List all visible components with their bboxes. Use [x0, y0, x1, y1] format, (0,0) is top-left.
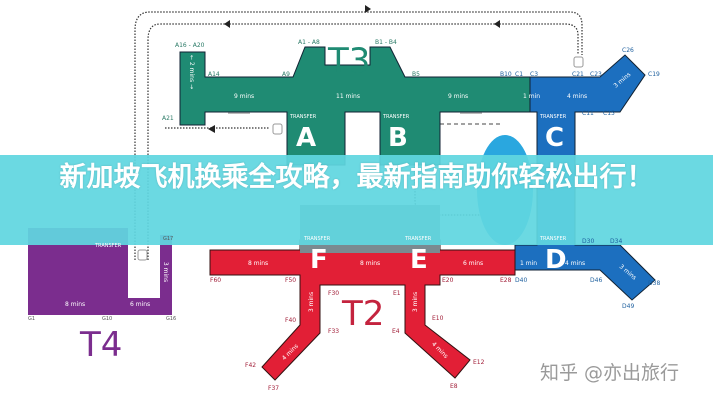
- svg-text:E4: E4: [392, 328, 400, 335]
- svg-text:C19: C19: [648, 71, 660, 78]
- svg-text:C15: C15: [603, 110, 615, 117]
- svg-text:D34: D34: [610, 238, 622, 245]
- transfer-c[interactable]: TRANSFER C: [539, 114, 567, 153]
- svg-text:6 mins: 6 mins: [130, 301, 150, 308]
- svg-text:E1: E1: [393, 290, 401, 297]
- svg-text:D: D: [545, 245, 567, 275]
- svg-text:E10: E10: [432, 315, 444, 322]
- svg-text:B1 - B4: B1 - B4: [375, 39, 397, 46]
- svg-text:C23: C23: [590, 71, 602, 78]
- svg-text:9 mins: 9 mins: [448, 93, 468, 100]
- svg-text:11 mins: 11 mins: [336, 93, 360, 100]
- terminal-label: T3: [327, 41, 370, 81]
- svg-text:E12: E12: [473, 359, 485, 366]
- transfer-b[interactable]: TRANSFER B: [382, 114, 410, 153]
- svg-text:B5: B5: [412, 71, 420, 78]
- svg-text:1 min: 1 min: [523, 93, 540, 100]
- svg-text:B10: B10: [500, 71, 512, 78]
- transfer-f[interactable]: TRANSFER F: [303, 236, 331, 275]
- transfer-t4-label: TRANSFER: [94, 243, 122, 249]
- svg-text:G1: G1: [28, 316, 35, 322]
- svg-text:1 min: 1 min: [520, 260, 537, 267]
- transfer-d[interactable]: TRANSFER D: [539, 236, 567, 275]
- svg-text:G10: G10: [102, 316, 112, 322]
- svg-text:F50: F50: [285, 277, 296, 284]
- svg-text:TRANSFER: TRANSFER: [539, 114, 567, 120]
- svg-text:F: F: [310, 245, 328, 275]
- bus-icon: [573, 56, 584, 68]
- bus-icon: [272, 123, 283, 135]
- bus-icon: [137, 249, 148, 261]
- svg-text:8 mins: 8 mins: [360, 260, 380, 267]
- svg-text:3 mins: 3 mins: [162, 262, 169, 282]
- title-banner: [0, 155, 713, 245]
- svg-text:TRANSFER: TRANSFER: [303, 236, 331, 242]
- terminal-3: T3: [179, 41, 533, 166]
- gate-labels: A16 - A20 A14 A21 A9 A1 - A8 B1 - B4 B5 …: [28, 39, 660, 392]
- svg-text:F60: F60: [210, 277, 221, 284]
- svg-text:4 mins: 4 mins: [567, 93, 587, 100]
- svg-text:TRANSFER: TRANSFER: [289, 114, 317, 120]
- svg-text:C11: C11: [582, 110, 594, 117]
- svg-text:4 mins: 4 mins: [565, 260, 585, 267]
- svg-text:C21: C21: [572, 71, 584, 78]
- svg-text:F42: F42: [245, 362, 256, 369]
- svg-text:C: C: [545, 123, 564, 153]
- svg-text:D40: D40: [515, 277, 527, 284]
- transfer-e[interactable]: TRANSFER E: [404, 236, 432, 275]
- svg-text:8 mins: 8 mins: [65, 301, 85, 308]
- svg-text:B: B: [388, 123, 408, 153]
- terminal-4: T4: [28, 228, 172, 365]
- svg-text:6 mins: 6 mins: [463, 260, 483, 267]
- svg-text:D46: D46: [590, 277, 602, 284]
- svg-text:C3: C3: [530, 71, 538, 78]
- svg-text:A14: A14: [208, 71, 220, 78]
- svg-text:C26: C26: [622, 47, 634, 54]
- svg-text:F37: F37: [268, 385, 279, 392]
- svg-text:TRANSFER: TRANSFER: [539, 236, 567, 242]
- svg-text:3 mins: 3 mins: [412, 292, 419, 312]
- svg-text:9 mins: 9 mins: [234, 93, 254, 100]
- svg-text:G17: G17: [163, 236, 173, 242]
- svg-text:A9: A9: [282, 71, 290, 78]
- svg-text:D38: D38: [648, 280, 660, 287]
- svg-text:E28: E28: [500, 277, 512, 284]
- terminal-label: T2: [341, 294, 384, 334]
- page-title: 新加坡飞机换乘全攻略，最新指南助你轻松出行！: [59, 162, 654, 193]
- svg-text:TRANSFER: TRANSFER: [382, 114, 410, 120]
- svg-text:A21: A21: [162, 115, 174, 122]
- svg-text:C1: C1: [515, 71, 523, 78]
- svg-text:E: E: [410, 245, 428, 275]
- transfer-a[interactable]: TRANSFER A: [289, 114, 317, 153]
- svg-text:F33: F33: [328, 328, 339, 335]
- terminal-label: T4: [79, 325, 122, 365]
- svg-text:D49: D49: [622, 303, 634, 310]
- svg-text:E8: E8: [450, 383, 458, 390]
- svg-text:8 mins: 8 mins: [248, 260, 268, 267]
- svg-text:E20: E20: [442, 277, 454, 284]
- svg-text:← 2 mins →: ← 2 mins →: [188, 55, 195, 89]
- svg-text:3 mins: 3 mins: [308, 292, 315, 312]
- svg-text:F30: F30: [328, 290, 339, 297]
- svg-text:A1 - A8: A1 - A8: [298, 39, 320, 46]
- watermark: 知乎 @亦出旅行: [540, 362, 680, 384]
- svg-text:F40: F40: [285, 317, 296, 324]
- svg-text:A16 - A20: A16 - A20: [175, 42, 205, 49]
- svg-text:A: A: [296, 123, 316, 153]
- svg-text:TRANSFER: TRANSFER: [404, 236, 432, 242]
- svg-text:D30: D30: [582, 238, 594, 245]
- svg-text:G16: G16: [166, 316, 176, 322]
